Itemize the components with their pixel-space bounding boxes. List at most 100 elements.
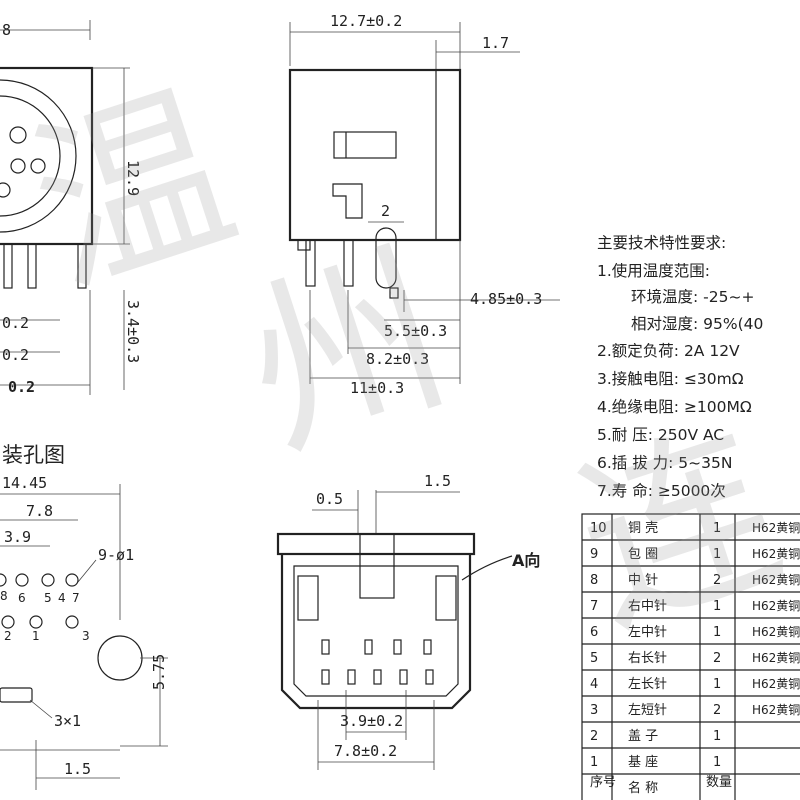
table-cell-name: 铜 壳	[628, 521, 658, 536]
pin-number: 6	[18, 591, 26, 605]
front-body	[280, 554, 472, 710]
table-cell-mat: H62黄铜	[752, 598, 800, 613]
parts-table-header: 序号 名 称 数量	[590, 775, 732, 796]
dim-slot-2: 2	[381, 202, 390, 220]
table-cell-name: 盖 子	[628, 729, 658, 744]
table-cell-no: 4	[590, 677, 598, 692]
holes-note: 9-ø1	[98, 546, 134, 564]
table-cell-mat: H62黄铜	[752, 676, 800, 691]
pcb-hole	[65, 615, 79, 629]
connector-round-face	[0, 79, 77, 233]
connector-body-outline	[0, 66, 94, 246]
pin-number: 7	[72, 591, 80, 605]
dim-7-8: 7.8	[26, 502, 53, 520]
table-cell-qty: 2	[713, 651, 721, 666]
dim-1-5-bottom: 1.5	[64, 760, 91, 778]
dim-left-a: 0.2	[2, 314, 29, 332]
pcb-slot	[0, 687, 33, 703]
dim-5-75: 5.75	[150, 654, 168, 690]
dim-left-bottom: 0.2	[8, 378, 35, 396]
leg	[343, 239, 354, 287]
dim-11: 11±0.3	[350, 379, 404, 397]
spec-item: 2.额定负荷: 2A 12V	[597, 342, 740, 360]
spec-item: 5.耐 压: 250V AC	[597, 426, 724, 444]
table-cell-qty: 2	[713, 703, 721, 718]
mounting-hole	[97, 635, 143, 681]
spec-item: 7.寿 命: ≥5000次	[597, 482, 726, 500]
dim-vertical-3-4: 3.4±0.3	[124, 300, 142, 363]
watermark-char: 州	[222, 218, 471, 487]
table-cell-no: 9	[590, 547, 598, 562]
table-cell-name: 左长针	[628, 677, 667, 692]
front-top-rail	[276, 532, 476, 556]
dim-1-5-top: 1.5	[424, 472, 451, 490]
dim-5-5: 5.5±0.3	[384, 322, 447, 340]
table-cell-mat: H62黄铜	[752, 624, 800, 639]
parts-table	[581, 513, 800, 800]
pin-hole	[10, 158, 26, 174]
dim-14-45: 14.45	[2, 474, 47, 492]
side-slot-right	[435, 575, 457, 621]
header-qty: 数量	[706, 775, 732, 790]
side-body	[288, 68, 462, 242]
table-cell-qty: 1	[713, 625, 721, 640]
spec-item: 相对湿度: 95%(40	[631, 315, 763, 333]
table-cell-mat: H62黄铜	[752, 520, 800, 535]
watermark-char: 连	[554, 395, 800, 664]
table-cell-no: 8	[590, 573, 598, 588]
pin-number: 3	[82, 629, 90, 643]
pcb-hole	[29, 615, 43, 629]
table-cell-qty: 1	[713, 729, 721, 744]
dim-4-85: 4.85±0.3	[470, 290, 542, 308]
table-cell-mat: H62黄铜	[752, 650, 800, 665]
table-cell-no: 6	[590, 625, 598, 640]
dim-0-5: 0.5	[316, 490, 343, 508]
table-cell-mat: H62黄铜	[752, 572, 800, 587]
slot-leg	[375, 227, 397, 289]
table-cell-no: 1	[590, 755, 598, 770]
pin-hole	[9, 126, 27, 144]
table-cell-qty: 1	[713, 599, 721, 614]
side-slot-left	[297, 575, 319, 621]
table-cell-mat: H62黄铜	[752, 702, 800, 717]
pcb-hole	[41, 573, 55, 587]
front-key	[359, 533, 395, 599]
table-cell-no: 5	[590, 651, 598, 666]
spec-item: 4.绝缘电阻: ≥100MΩ	[597, 398, 752, 416]
table-cell-name: 中 针	[628, 573, 658, 588]
table-cell-qty: 1	[713, 521, 721, 536]
spec-item: 1.使用温度范围:	[597, 262, 710, 280]
table-cell-name: 左中针	[628, 625, 667, 640]
table-cell-name: 右长针	[628, 651, 667, 666]
pin-number: 4	[58, 591, 66, 605]
dim-3-9: 3.9	[4, 528, 31, 546]
direction-label-a: A向	[512, 551, 540, 570]
header-name: 名 称	[628, 780, 658, 796]
pin-number: 5	[44, 591, 52, 605]
pcb-hole	[65, 573, 79, 587]
table-cell-name: 包 圈	[628, 547, 658, 562]
spec-list: 主要技术特性要求: 1.使用温度范围: 环境温度: -25~+ 相对湿度: 95…	[597, 234, 763, 500]
dim-edge-1-7: 1.7	[482, 34, 509, 52]
dim-8-2: 8.2±0.3	[366, 350, 429, 368]
spec-title: 主要技术特性要求:	[597, 234, 726, 252]
pin-number: 8	[0, 589, 8, 603]
dim-3-9-front: 3.9±0.2	[340, 712, 403, 730]
spec-item: 3.接触电阻: ≤30mΩ	[597, 370, 744, 388]
top-middle-side-view: 12.7±0.2 1.7 2 4.85±0.3 5.5±0.3 8.2±0.3 …	[288, 12, 560, 397]
dim-top-left: 8	[2, 21, 11, 39]
table-cell-no: 7	[590, 599, 598, 614]
dim-left-b: 0.2	[2, 346, 29, 364]
table-cell-qty: 1	[713, 547, 721, 562]
table-cell-name: 右中针	[628, 599, 667, 614]
header-no: 序号	[590, 775, 616, 790]
table-cell-no: 10	[590, 521, 607, 536]
table-cell-qty: 2	[713, 573, 721, 588]
pcb-layout-view: 装孔图 14.45 7.8 3.9 9-ø1 8 6 5 4 7 2 1 3 3…	[0, 443, 168, 790]
pin-hole	[0, 182, 11, 198]
table-cell-no: 2	[590, 729, 598, 744]
table-cell-mat: H62黄铜	[752, 546, 800, 561]
